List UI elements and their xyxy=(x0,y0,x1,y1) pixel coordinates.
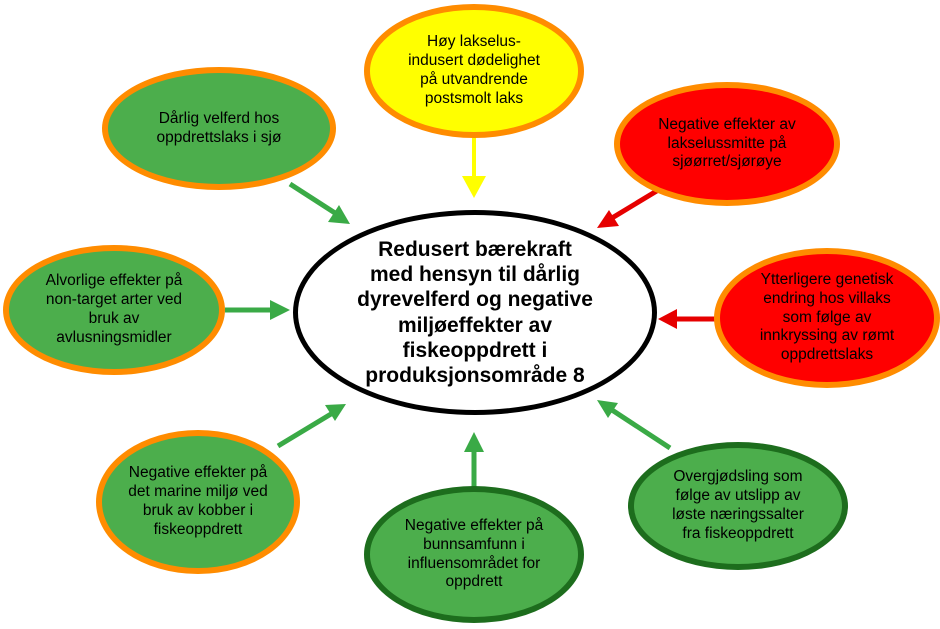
node-benthic-effects: Negative effekter på bunnsamfunn i influ… xyxy=(364,486,584,623)
node-benthic-effects-text: Negative effekter på bunnsamfunn i influ… xyxy=(404,516,544,591)
node-genetic-introgression: Ytterligere genetisk endring hos villaks… xyxy=(714,248,940,388)
arrow-lower-left xyxy=(276,404,346,449)
arrow-top xyxy=(462,136,486,198)
node-farmed-salmon-welfare: Dårlig velferd hos oppdrettslaks i sjø xyxy=(102,67,336,190)
arrow-upper-left xyxy=(288,181,350,224)
node-delousing-agents-text: Alvorlige effekter på non-target arter v… xyxy=(45,272,183,346)
arrow-left xyxy=(225,300,290,320)
node-eutrophication: Overgjødsling som følge av utslipp av lø… xyxy=(628,442,848,570)
node-salmon-lice-mortality: Høy lakselus- indusert dødelighet på utv… xyxy=(364,4,584,138)
arrow-right xyxy=(658,309,715,329)
node-eutrophication-text: Overgjødsling som følge av utslipp av lø… xyxy=(672,468,804,542)
node-farmed-salmon-welfare-text: Dårlig velferd hos oppdrettslaks i sjø xyxy=(156,109,282,146)
node-genetic-introgression-text: Ytterligere genetisk endring hos villaks… xyxy=(759,270,895,364)
central-concept-ellipse: Redusert bærekraft med hensyn til dårlig… xyxy=(293,210,657,415)
arrow-upper-right xyxy=(597,186,662,228)
arrow-bottom xyxy=(464,432,484,488)
node-salmon-lice-mortality-text: Høy lakselus- indusert dødelighet på utv… xyxy=(408,33,540,107)
node-sea-trout-lice-infection-text: Negative effekter av lakselussmitte på s… xyxy=(658,115,796,171)
central-concept-text: Redusert bærekraft med hensyn til dårlig… xyxy=(357,237,593,387)
node-delousing-agents: Alvorlige effekter på non-target arter v… xyxy=(3,245,225,375)
node-copper-effects-text: Negative effekter på det marine miljø ve… xyxy=(128,464,268,538)
arrow-lower-right xyxy=(597,400,672,451)
node-sea-trout-lice-infection: Negative effekter av lakselussmitte på s… xyxy=(614,82,840,206)
node-copper-effects: Negative effekter på det marine miljø ve… xyxy=(96,430,300,574)
